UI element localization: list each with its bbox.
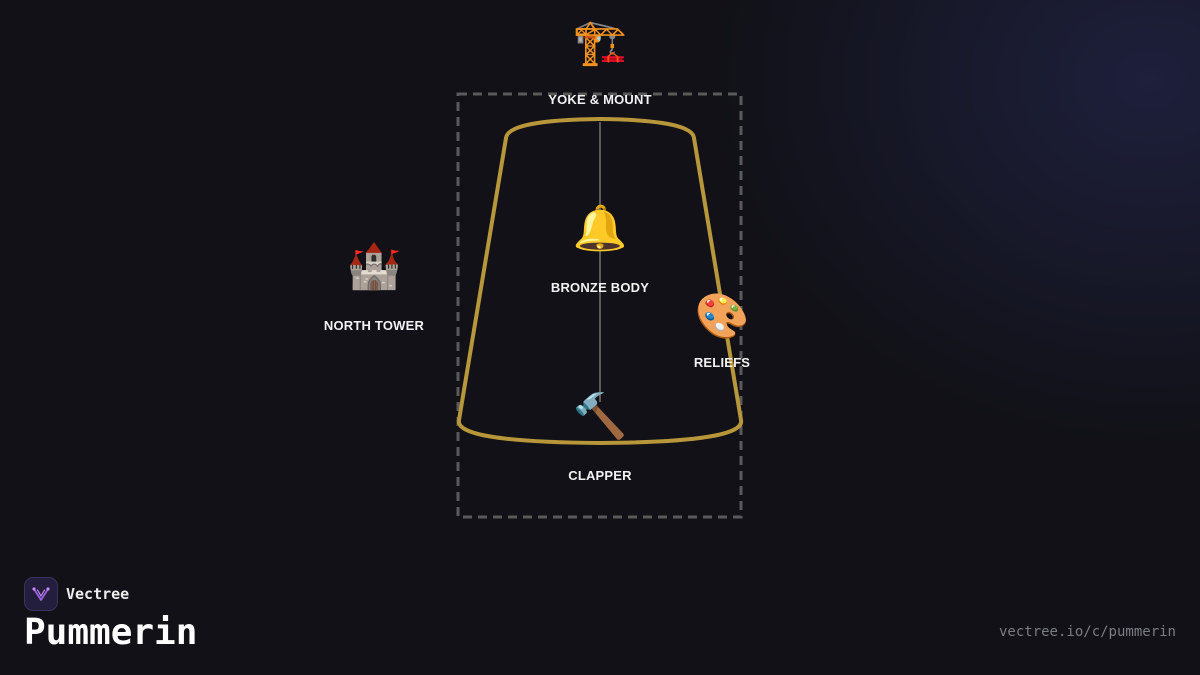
bell-icon: 🔔 — [572, 203, 628, 254]
node-north-tower[interactable]: 🏰 NORTH TOWER — [294, 241, 454, 334]
construction-crane-icon: 🏗️ — [572, 17, 628, 68]
hammer-icon: 🔨 — [572, 391, 628, 442]
brand[interactable]: Vectree — [24, 577, 129, 611]
footer-url-link[interactable]: vectree.io/c/pummerin — [998, 624, 1176, 640]
node-reliefs[interactable]: 🎨 RELIEFS — [642, 291, 802, 371]
node-label-north-tower: NORTH TOWER — [323, 318, 425, 333]
page-title: Pummerin — [24, 612, 198, 653]
brand-name: Vectree — [66, 585, 130, 603]
castle-icon: 🏰 — [346, 241, 402, 292]
vectree-logo-icon — [24, 577, 58, 611]
node-clapper[interactable]: 🔨 CLAPPER — [520, 391, 680, 484]
node-label-clapper: CLAPPER — [568, 468, 632, 483]
node-label-bronze-body: BRONZE BODY — [550, 280, 650, 295]
node-label-yoke-mount: YOKE & MOUNT — [548, 92, 652, 107]
artist-palette-icon: 🎨 — [694, 291, 750, 342]
bell-outline — [456, 117, 744, 445]
frame-dashed-outline — [456, 92, 743, 519]
node-yoke-mount[interactable]: 🏗️ YOKE & MOUNT — [520, 17, 680, 108]
node-bronze-body[interactable]: 🔔 BRONZE BODY — [520, 203, 680, 296]
node-label-reliefs: RELIEFS — [693, 355, 751, 370]
